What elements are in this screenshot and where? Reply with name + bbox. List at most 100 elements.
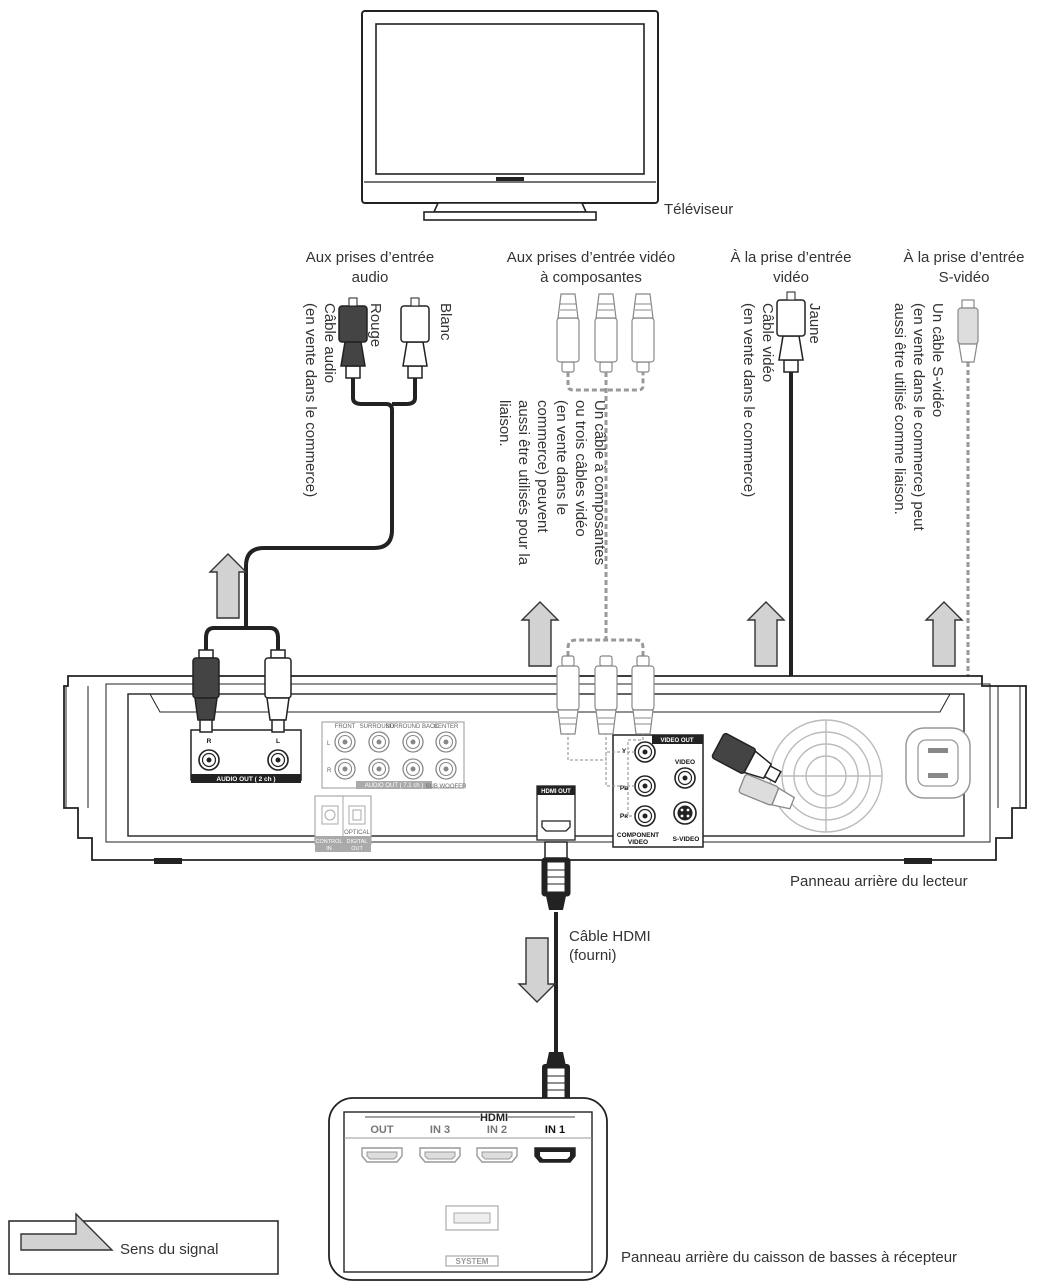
receiver-port-out: OUT [370,1124,394,1136]
svideo-input-label-line1: À la prise d’entrée [904,249,1025,266]
note-audio-cable-line2: (en vente dans le commerce) [302,303,319,497]
note-svideo-line3: aussi être utilisé comme liaison. [891,303,908,515]
audio-out-2ch-label: AUDIO OUT ( 2 ch ) [216,776,275,783]
control-in-line2: IN [326,846,332,852]
legend-box: Sens du signal [8,1212,279,1275]
component-note-line1: Un câble à composantes [591,400,608,565]
system-label: SYSTEM [456,1257,489,1266]
component-plugs-inserted [556,655,655,735]
signal-arrow-component [521,601,559,667]
audio-r-label: R [207,738,212,745]
svideo-jack[interactable] [673,801,697,825]
digital-out-line1: DIGITAL [347,839,368,845]
component-video-line1: COMPONENT [617,832,659,839]
video-input-label-line1: À la prise d’entrée [731,249,852,266]
component-note-line4: commerce) peuvent [534,400,551,533]
audio-plug-white [400,297,430,379]
signal-arrow-hdmi [518,937,556,1003]
component-jack-y[interactable] [634,741,656,763]
ch71-surround: SURROUND [360,724,395,730]
svideo-input-label: À la prise d’entrée S-vidéo [904,249,1025,286]
power-inlet [905,727,971,799]
note-rouge: Rouge [367,303,384,347]
player-caption: Panneau arrière du lecteur [790,873,968,890]
note-audio-cable-line1: Câble audio [321,303,338,383]
audio-jack-r[interactable] [198,749,220,771]
svideo-plug-inserted [738,773,796,810]
comp-pr-label: Pʀ [620,813,628,820]
receiver-caption: Panneau arrière du caisson de basses à r… [621,1249,957,1266]
receiver-hdmi-in1[interactable] [534,1147,576,1163]
s-video-label: S-VIDEO [673,836,700,843]
audio-out-2ch: R L AUDIO OUT ( 2 ch ) [190,729,302,783]
receiver-rear-panel: HDMI OUT IN 3 IN 2 IN 1 SYSTEM [328,1097,608,1281]
video-input-label-line2: vidéo [773,269,809,286]
legend-signal-direction: Sens du signal [120,1241,218,1258]
hdmi-out-port[interactable]: HDMI OUT [536,785,576,841]
receiver-hdmi-in3[interactable] [419,1147,461,1163]
video-out-label: VIDEO OUT [660,738,693,744]
audio-plug-white-inserted [264,649,292,733]
television: Téléviseur [361,10,733,221]
component-jack-pb[interactable] [634,775,656,797]
audio-jack-l[interactable] [267,749,289,771]
note-blanc: Blanc [437,303,454,341]
hdmi-out-label: HDMI OUT [541,789,571,795]
digital-out-line2: OUT [351,846,363,852]
receiver-hdmi-out[interactable] [361,1147,403,1163]
component-note-line5: aussi être utilisés pour la [515,400,532,566]
component-jack-pr[interactable] [634,805,656,827]
svideo-input-label-line2: S-vidéo [939,269,990,286]
receiver-hdmi-title: HDMI [480,1112,508,1124]
ch71-front: FRONT [335,724,356,730]
receiver-port-in2: IN 2 [487,1124,507,1136]
signal-arrow-svideo [925,601,963,667]
receiver-port-in3: IN 3 [430,1124,450,1136]
component-note-line2: ou trois câbles vidéo [572,400,589,537]
hdmi-cable-label-line1: Câble HDMI [569,928,651,945]
receiver-hdmi-in2[interactable] [476,1147,518,1163]
signal-arrow-video [747,601,785,667]
ch71-l: L [327,741,331,747]
video-input-label: À la prise d’entrée vidéo [731,249,852,286]
audio-l-label: L [276,738,280,745]
fan-grille [769,719,883,833]
audio-out-71-label: AUDIO OUT ( 7.1 ch ) [365,783,424,789]
system-connector: SYSTEM [445,1205,499,1267]
audio-cable [204,378,417,652]
component-input-label: Aux prises d’entrée vidéo à composantes [507,249,675,286]
audio-input-label: Aux prises d’entrée audio [306,249,434,286]
video-jack-label: VIDEO [675,759,695,766]
component-note-line6: liaison. [496,400,513,447]
note-svideo-line1: Un câble S-vidéo [929,303,946,417]
note-video-cable-line2: (en vente dans le commerce) [740,303,757,497]
comp-pb-label: Pʙ [620,785,628,792]
video-plug-inserted [711,732,782,784]
audio-input-label-line1: Aux prises d’entrée [306,249,434,266]
control-in-line1: CONTROL [316,839,343,845]
receiver-port-in1: IN 1 [545,1124,565,1136]
component-note-line3: (en vente dans le [553,400,570,515]
control-digital-block: OPTICAL CONTROL IN DIGITAL OUT [314,795,372,852]
audio-plug-red-inserted [192,649,220,733]
video-jack[interactable] [674,767,696,789]
legend-arrow-icon [20,1212,114,1251]
audio-plug-red [338,297,368,379]
audio-input-label-line2: audio [352,269,389,286]
component-plugs-top [556,293,655,664]
sub-woofer-label: SUB WOOFER [425,784,467,790]
video-out-block: VIDEO OUT Y Pʙ Pʀ VIDEO COMPONENT VIDEO … [612,734,704,848]
ch71-surround-back: SURROUND BACK [386,724,439,730]
hdmi-cable-label-line2: (fourni) [569,947,617,964]
component-note: Un câble à composantes ou trois câbles v… [496,400,608,566]
signal-arrow-audio [209,553,247,619]
player-rear-panel: R L AUDIO OUT ( 2 ch ) FRONT SURROUND SU… [63,675,1027,864]
tv-label: Téléviseur [664,201,733,218]
component-video-line2: VIDEO [628,839,648,846]
audio-out-71: FRONT SURROUND SURROUND BACK CENTER L R … [321,721,467,790]
note-jaune: Jaune [806,303,823,344]
ch71-center: CENTER [434,724,459,730]
optical-label: OPTICAL [344,830,370,836]
note-svideo-line2: (en vente dans le commerce) peut [910,303,927,531]
